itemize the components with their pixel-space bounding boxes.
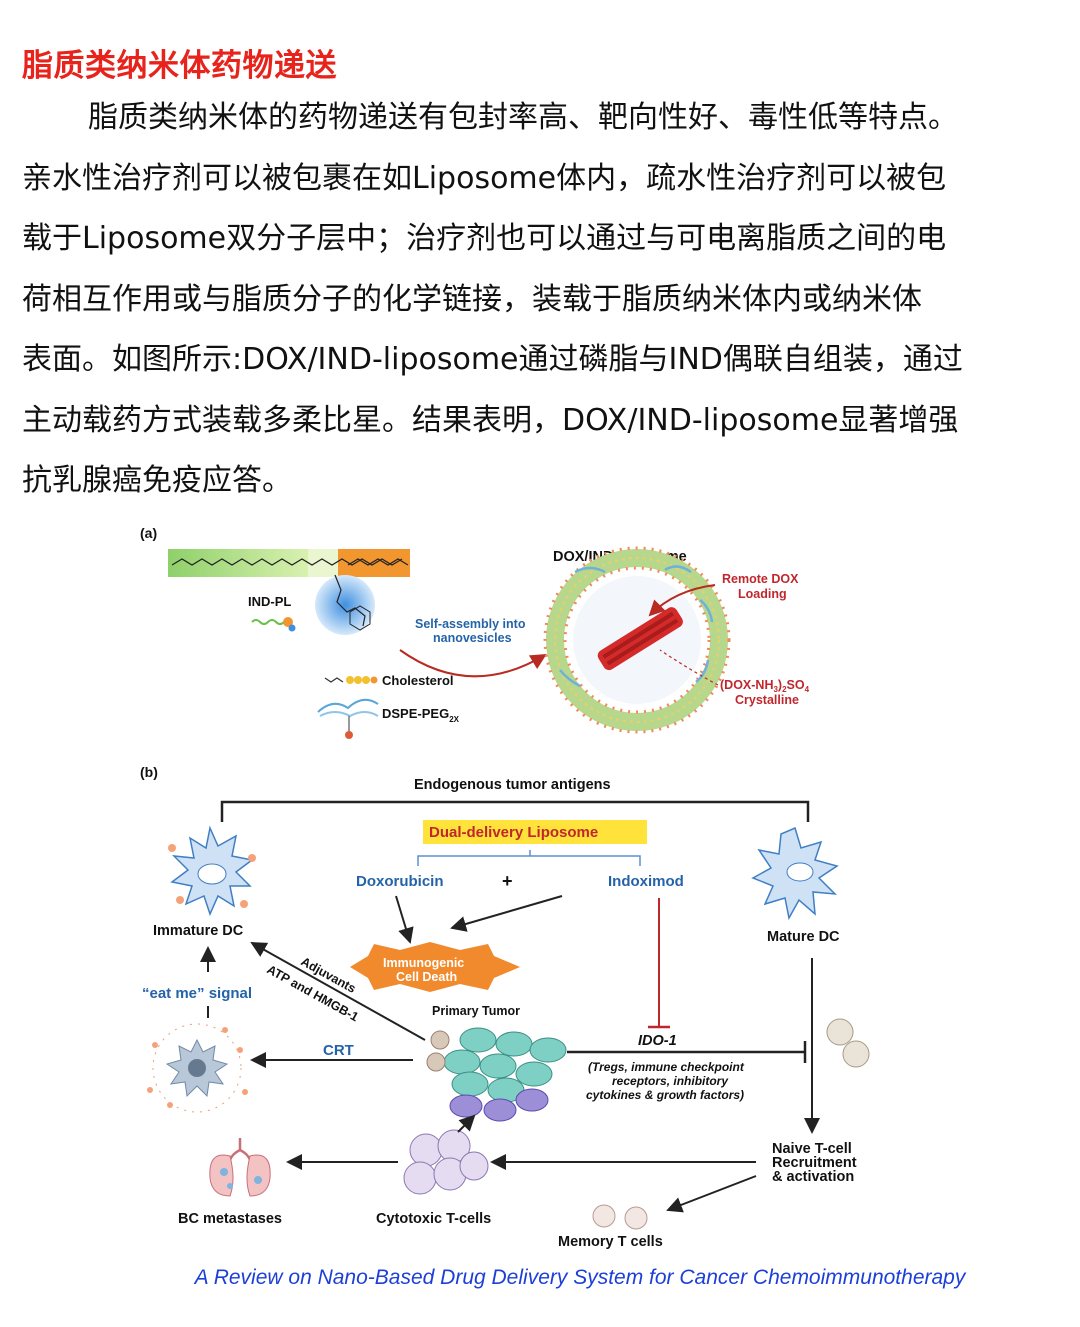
dual-delivery-label: Dual-delivery Liposome [429, 824, 598, 841]
ind-pl-structure [168, 549, 410, 635]
ido1-note-1: (Tregs, immune checkpoint [588, 1060, 745, 1074]
bc-metastases-label: BC metastases [178, 1211, 282, 1227]
paragraph-line: 抗乳腺癌免疫应答。 [22, 463, 292, 498]
dspe-peg-label: DSPE-PEG2X [382, 706, 460, 724]
section-heading: 脂质类纳米体药物递送 [22, 48, 337, 84]
immature-dc-label: Immature DC [153, 923, 244, 939]
dspe-peg-icon [317, 698, 379, 739]
naive-label-2: Recruitment [772, 1155, 857, 1171]
eat-me-label: “eat me” signal [142, 985, 252, 1002]
remote-loading-label-2: Loading [738, 587, 787, 601]
icd-label-2: Cell Death [396, 970, 457, 984]
naive-to-memory-arrow [666, 1175, 757, 1213]
ido1-note-2: receptors, inhibitory [612, 1074, 729, 1088]
cytotoxic-to-tumor-arrow [457, 1114, 476, 1133]
paragraph-line: 表面。如图所示:DOX/IND-liposome通过磷脂与IND偶联自组装，通过 [22, 342, 963, 377]
immature-dc-illustration [168, 825, 256, 917]
body-paragraph: 脂质类纳米体的药物递送有包封率高、靶向性好、毒性低等特点。 亲水性治疗剂可以被包… [22, 88, 1062, 512]
paragraph-line: 荷相互作用或与脂质分子的化学链接，装载于脂质纳米体内或纳米体 [22, 281, 922, 317]
paragraph-line: 脂质类纳米体的药物递送有包封率高、靶向性好、毒性低等特点。 [88, 100, 958, 135]
naive-label-3: & activation [772, 1169, 854, 1185]
mature-dc-illustration [751, 826, 839, 921]
indoximod-to-icd-arrow [450, 895, 563, 932]
paragraph-line: 载于Liposome双分子层中；治疗剂也可以通过与可电离脂质之间的电 [22, 221, 947, 256]
primary-tumor-illustration [426, 1027, 567, 1122]
paragraph-line: 亲水性治疗剂可以被包裹在如Liposome体内，疏水性治疗剂可以被包 [22, 160, 947, 196]
icd-label-1: Immunogenic [383, 956, 464, 970]
ind-pl-label: IND-PL [248, 594, 291, 609]
endogenous-label: Endogenous tumor antigens [414, 777, 611, 793]
remote-loading-label-1: Remote DOX [722, 572, 799, 586]
panel-b-label: (b) [140, 764, 158, 780]
endogenous-bracket [220, 800, 810, 822]
indoximod-label: Indoximod [608, 873, 684, 890]
memory-t-cell-illustration [592, 1204, 648, 1230]
crystal-pointer [659, 649, 719, 686]
crt-cell-illustration [147, 1023, 248, 1113]
figure-caption: A Review on Nano-Based Drug Delivery Sys… [194, 1266, 966, 1289]
cholesterol-label: Cholesterol [382, 673, 454, 688]
icd-burst [350, 942, 520, 992]
remote-loading-arrow [648, 584, 716, 617]
crt-label: CRT [323, 1042, 354, 1059]
dual-delivery-highlight [423, 820, 647, 844]
mature-dc-label: Mature DC [767, 929, 840, 945]
self-assembly-label-1: Self-assembly into [415, 617, 526, 631]
ind-pl-icon [251, 617, 296, 632]
self-assembly-label-2: nanovesicles [433, 631, 512, 645]
paragraph-line: 主动载药方式装载多柔比星。结果表明，DOX/IND-liposome显著增强 [22, 402, 959, 438]
crystal-label: Crystalline [735, 693, 799, 707]
cholesterol-icon [324, 676, 378, 684]
crystal-formula: (DOX-NH3)2SO4 [720, 678, 810, 694]
panel-a-label: (a) [140, 525, 157, 541]
ido1-note-3: cytokines & growth factors) [586, 1088, 744, 1102]
dual-delivery-brace [417, 855, 641, 866]
cytotoxic-label: Cytotoxic T-cells [376, 1211, 491, 1227]
primary-tumor-label: Primary Tumor [432, 1004, 520, 1018]
cytotoxic-t-cell-illustration [403, 1129, 489, 1195]
ido1-label: IDO-1 [638, 1033, 677, 1049]
doxorubicin-label: Doxorubicin [356, 873, 444, 890]
liposome-illustration [543, 546, 731, 734]
naive-label-1: Naive T-cell [772, 1141, 852, 1157]
adjuvants-arrow [250, 942, 426, 1041]
self-assembly-arrow [399, 649, 547, 678]
doxorubicin-arrow [395, 895, 414, 944]
naive-t-cell-illustration [826, 1018, 870, 1068]
lungs-illustration [209, 1138, 271, 1197]
plus-sign: + [502, 871, 513, 891]
memory-label: Memory T cells [558, 1234, 663, 1250]
